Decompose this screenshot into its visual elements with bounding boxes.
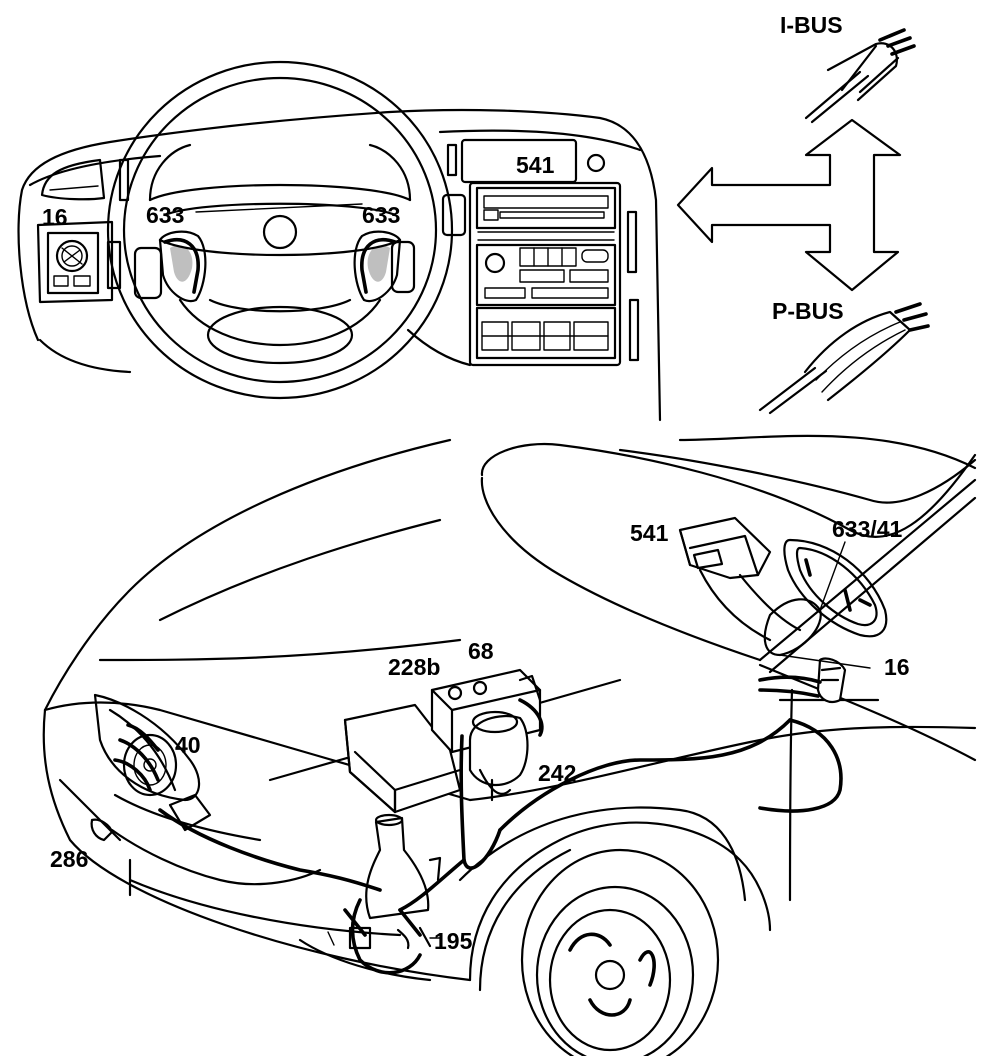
label-wheel-switch-right: 633 [362, 202, 401, 228]
label-battery-68: 68 [468, 638, 494, 664]
label-wheel-switch-left: 633 [146, 202, 185, 228]
label-reservoir-242: 242 [538, 760, 577, 786]
dashboard-illustration [17, 60, 662, 422]
label-i-bus: I-BUS [780, 12, 843, 38]
label-radio-display: 541 [516, 152, 555, 178]
label-horn-40: 40 [175, 732, 201, 758]
label-p-bus: P-BUS [772, 298, 844, 324]
label-fuse-side: 16 [884, 654, 910, 680]
label-radio-module: 541 [630, 520, 669, 546]
label-sensor-286: 286 [50, 846, 89, 872]
bus-connector-illustration [676, 28, 930, 415]
label-lamp-195: 195 [434, 928, 473, 954]
label-fuse-dashboard: 16 [42, 204, 68, 230]
car-illustration [42, 434, 977, 1056]
label-relay-228b: 228b [388, 654, 441, 680]
label-clockspring: 633/41 [832, 516, 903, 542]
